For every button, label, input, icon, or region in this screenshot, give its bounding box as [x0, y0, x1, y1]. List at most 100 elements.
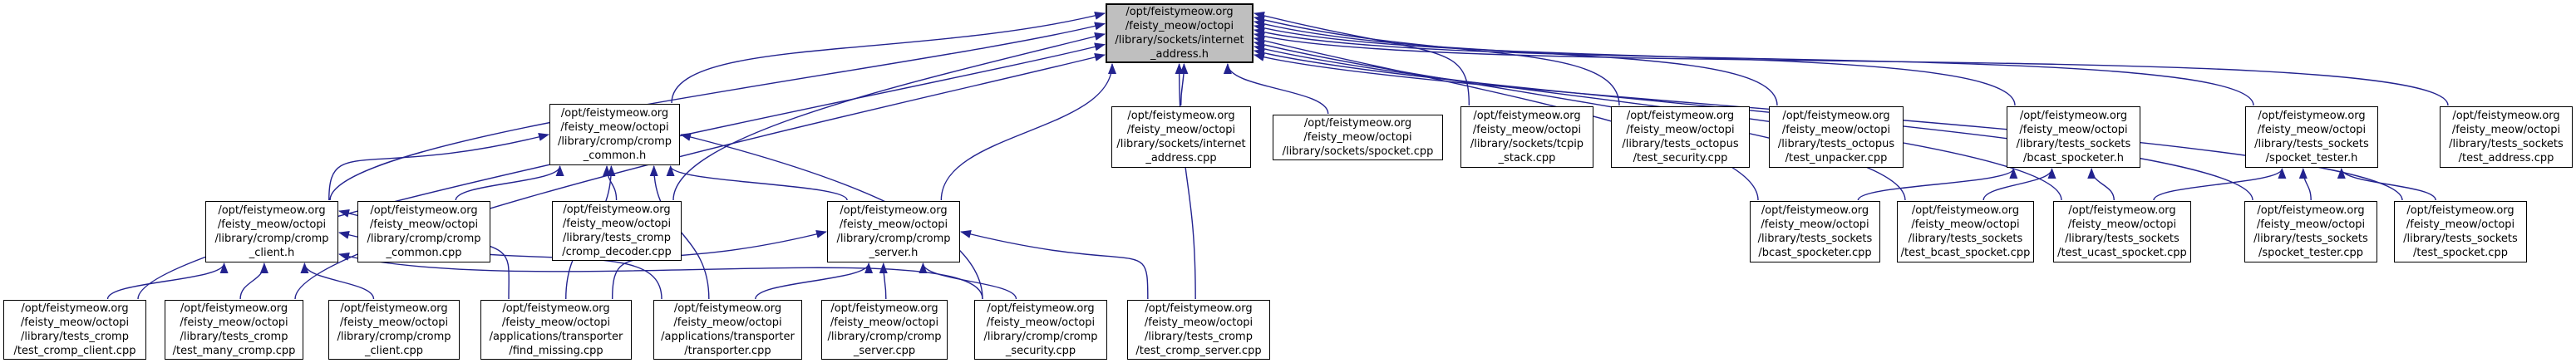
node-label-line: /test_security.cpp	[1633, 152, 1728, 164]
graph-node-cromp_security_cpp[interactable]: /opt/feistymeow.org/feisty_meow/octopi/l…	[974, 300, 1107, 360]
graph-node-cromp_common_h[interactable]: /opt/feistymeow.org/feisty_meow/octopi/l…	[549, 104, 680, 165]
edge-cromp_decoder_cpp-to-cromp_common_h	[603, 165, 618, 201]
edge-cromp_server_h-to-internet_address_h	[940, 63, 1116, 201]
node-label-line: /opt/feistymeow.org	[673, 302, 782, 315]
graph-node-test_ucast_spocket_cpp[interactable]: /opt/feistymeow.org/feisty_meow/octopi/l…	[2053, 201, 2191, 262]
node-label-line: /library/sockets/internet	[1116, 138, 1246, 150]
edge-bcast_spocketer_cpp-to-bcast_spocketer_h	[1857, 168, 2018, 201]
node-label-line: /opt/feistymeow.org	[1125, 6, 1234, 18]
node-label-line: /feisty_meow/octopi	[180, 316, 288, 329]
node-label-line: /library/cromp/cromp	[367, 233, 481, 245]
node-label-line: /applications/transporter	[661, 331, 795, 343]
graph-node-cromp_client_h[interactable]: /opt/feistymeow.org/feisty_meow/octopi/l…	[205, 201, 338, 262]
node-label-line: /library/tests_octopus	[1622, 138, 1739, 150]
node-label-line: /opt/feistymeow.org	[218, 204, 326, 217]
node-label-line: /opt/feistymeow.org	[2257, 204, 2365, 217]
node-label-line: /test_spocket.cpp	[2413, 247, 2508, 259]
edge-spocket_tester_h-to-internet_address_h	[1254, 28, 2254, 106]
node-label-line: /library/tests_sockets	[1757, 233, 1873, 245]
node-label-line: /feisty_meow/octopi	[217, 218, 327, 231]
graph-node-test_cromp_server_cpp[interactable]: /opt/feistymeow.org/feisty_meow/octopi/l…	[1127, 300, 1270, 360]
graph-node-transporter_cpp[interactable]: /opt/feistymeow.org/feisty_meow/octopi/a…	[653, 300, 802, 360]
node-label-line: /library/cromp/cromp	[557, 135, 672, 148]
node-label-line: /opt/feistymeow.org	[502, 302, 610, 315]
edge-test_many_cromp_cpp-to-internet_address_h	[294, 53, 1106, 300]
node-label-line: /feisty_meow/octopi	[986, 316, 1096, 329]
node-label-line: /cromp_decoder.cpp	[562, 246, 672, 258]
node-label-line: /opt/feistymeow.org	[1911, 204, 2020, 217]
edge-test_ucast_spocket_cpp-to-bcast_spocketer_h	[2087, 168, 2115, 201]
graph-node-spocket_tester_cpp[interactable]: /opt/feistymeow.org/feisty_meow/octopi/l…	[2244, 201, 2377, 262]
graph-node-test_spocket_cpp[interactable]: /opt/feistymeow.org/feisty_meow/octopi/l…	[2394, 201, 2527, 262]
graph-node-cromp_decoder_cpp[interactable]: /opt/feistymeow.org/feisty_meow/octopi/l…	[552, 201, 682, 261]
node-label-line: _client.cpp	[365, 345, 423, 357]
graph-node-test_security_cpp[interactable]: /opt/feistymeow.org/feisty_meow/octopi/l…	[1611, 106, 1750, 168]
node-label-line: /library/cromp/cromp	[337, 331, 451, 343]
node-label-line: /library/tests_sockets	[2253, 233, 2368, 245]
node-label-line: /test_many_cromp.cpp	[172, 345, 296, 357]
node-label-line: /library/sockets/internet	[1115, 34, 1244, 47]
node-label-line: /library/tests_sockets	[1908, 233, 2023, 245]
graph-node-test_address_cpp[interactable]: /opt/feistymeow.org/feisty_meow/octopi/l…	[2440, 106, 2573, 168]
node-label-line: /feisty_meow/octopi	[673, 316, 782, 329]
node-label-line: /feisty_meow/octopi	[562, 218, 672, 230]
node-label-line: /feisty_meow/octopi	[1303, 131, 1412, 144]
graph-node-cromp_server_h[interactable]: /opt/feistymeow.org/feisty_meow/octopi/l…	[827, 201, 960, 262]
node-label-line: /library/cromp/cromp	[214, 233, 329, 245]
edge-spocket_cpp-to-internet_address_h	[1223, 63, 1329, 115]
graph-node-test_many_cromp_cpp[interactable]: /opt/feistymeow.org/feisty_meow/octopi/l…	[165, 300, 303, 360]
graph-node-bcast_spocketer_cpp[interactable]: /opt/feistymeow.org/feisty_meow/octopi/l…	[1750, 201, 1880, 262]
node-label-line: /feisty_meow/octopi	[2256, 218, 2366, 231]
node-label-line: _security.cpp	[1005, 345, 1076, 357]
edge-test_address_cpp-to-internet_address_h	[1254, 32, 2449, 106]
edge-cromp_client_h-to-internet_address_h	[329, 22, 1106, 201]
graph-node-cromp_server_cpp[interactable]: /opt/feistymeow.org/feisty_meow/octopi/l…	[821, 300, 948, 360]
graph-node-cromp_client_cpp[interactable]: /opt/feistymeow.org/feisty_meow/octopi/l…	[328, 300, 460, 360]
node-label-line: /opt/feistymeow.org	[1303, 117, 1412, 130]
node-label-line: /library/tests_octopus	[1777, 138, 1895, 150]
node-label-line: /library/sockets/spocket.cpp	[1282, 145, 1434, 158]
node-label-line: /spocket_tester.h	[2265, 152, 2358, 164]
graph-node-spocket_cpp[interactable]: /opt/feistymeow.org/feisty_meow/octopi/l…	[1273, 115, 1443, 160]
node-label-line: /feisty_meow/octopi	[339, 316, 449, 329]
node-label-line: /library/tests_sockets	[2016, 138, 2131, 150]
node-label-line: /applications/transporter	[489, 331, 623, 343]
graph-node-tcpip_stack_cpp[interactable]: /opt/feistymeow.org/feisty_meow/octopi/l…	[1460, 106, 1593, 168]
node-label-line: /opt/feistymeow.org	[2406, 204, 2514, 217]
edge-test_cromp_client_cpp-to-cromp_client_h	[106, 262, 229, 300]
node-label-line: /opt/feistymeow.org	[1782, 110, 1890, 122]
graph-node-internet_address_h: /opt/feistymeow.org/feisty_meow/octopi/l…	[1106, 3, 1254, 63]
graph-node-bcast_spocketer_h[interactable]: /opt/feistymeow.org/feisty_meow/octopi/l…	[2007, 106, 2140, 168]
node-label-line: /bcast_spocketer.cpp	[1758, 247, 1872, 259]
graph-node-internet_address_cpp[interactable]: /opt/feistymeow.org/feisty_meow/octopi/l…	[1111, 106, 1251, 168]
graph-node-cromp_common_cpp[interactable]: /opt/feistymeow.org/feisty_meow/octopi/l…	[357, 201, 490, 262]
node-label-line: _server.h	[869, 247, 919, 259]
edge-cromp_common_cpp-to-cromp_common_h	[455, 165, 564, 201]
graph-node-test_bcast_spocket_cpp[interactable]: /opt/feistymeow.org/feisty_meow/octopi/l…	[1897, 201, 2034, 262]
graph-node-spocket_tester_h[interactable]: /opt/feistymeow.org/feisty_meow/octopi/l…	[2245, 106, 2378, 168]
node-label-line: /feisty_meow/octopi	[20, 316, 130, 329]
edge-test_cromp_server_cpp-to-cromp_server_h	[960, 230, 1149, 300]
node-label-line: /library/tests_cromp	[180, 331, 288, 343]
node-label-line: /feisty_meow/octopi	[501, 316, 611, 329]
node-label-line: /feisty_meow/octopi	[1911, 218, 2020, 231]
node-label-line: /opt/feistymeow.org	[2068, 204, 2176, 217]
node-label-line: /feisty_meow/octopi	[2451, 124, 2561, 136]
edge-spocket_tester_cpp-to-spocket_tester_h	[2298, 168, 2312, 201]
node-label-line: /library/cromp/cromp	[827, 331, 942, 343]
node-label-line: /spocket_tester.cpp	[2258, 247, 2364, 259]
graph-node-find_missing_cpp[interactable]: /opt/feistymeow.org/feisty_meow/octopi/a…	[480, 300, 632, 360]
node-label-line: /feisty_meow/octopi	[839, 218, 948, 231]
node-label-line: /feisty_meow/octopi	[2257, 124, 2367, 136]
node-label-line: /library/cromp/cromp	[983, 331, 1098, 343]
edge-cromp_client_h-to-cromp_common_h	[328, 133, 549, 201]
graph-node-test_cromp_client_cpp[interactable]: /opt/feistymeow.org/feisty_meow/octopi/l…	[3, 300, 146, 360]
node-label-line: /opt/feistymeow.org	[1145, 302, 1253, 315]
node-label-line: /opt/feistymeow.org	[560, 107, 669, 120]
node-label-line: /test_unpacker.cpp	[1785, 152, 1888, 164]
graph-node-test_unpacker_cpp[interactable]: /opt/feistymeow.org/feisty_meow/octopi/l…	[1769, 106, 1904, 168]
edge-cromp_server_h-to-cromp_common_h	[666, 165, 848, 201]
edge-cromp_server_cpp-to-cromp_server_h	[879, 262, 888, 300]
node-label-line: /opt/feistymeow.org	[340, 302, 448, 315]
node-label-line: /test_address.cpp	[2458, 152, 2554, 164]
